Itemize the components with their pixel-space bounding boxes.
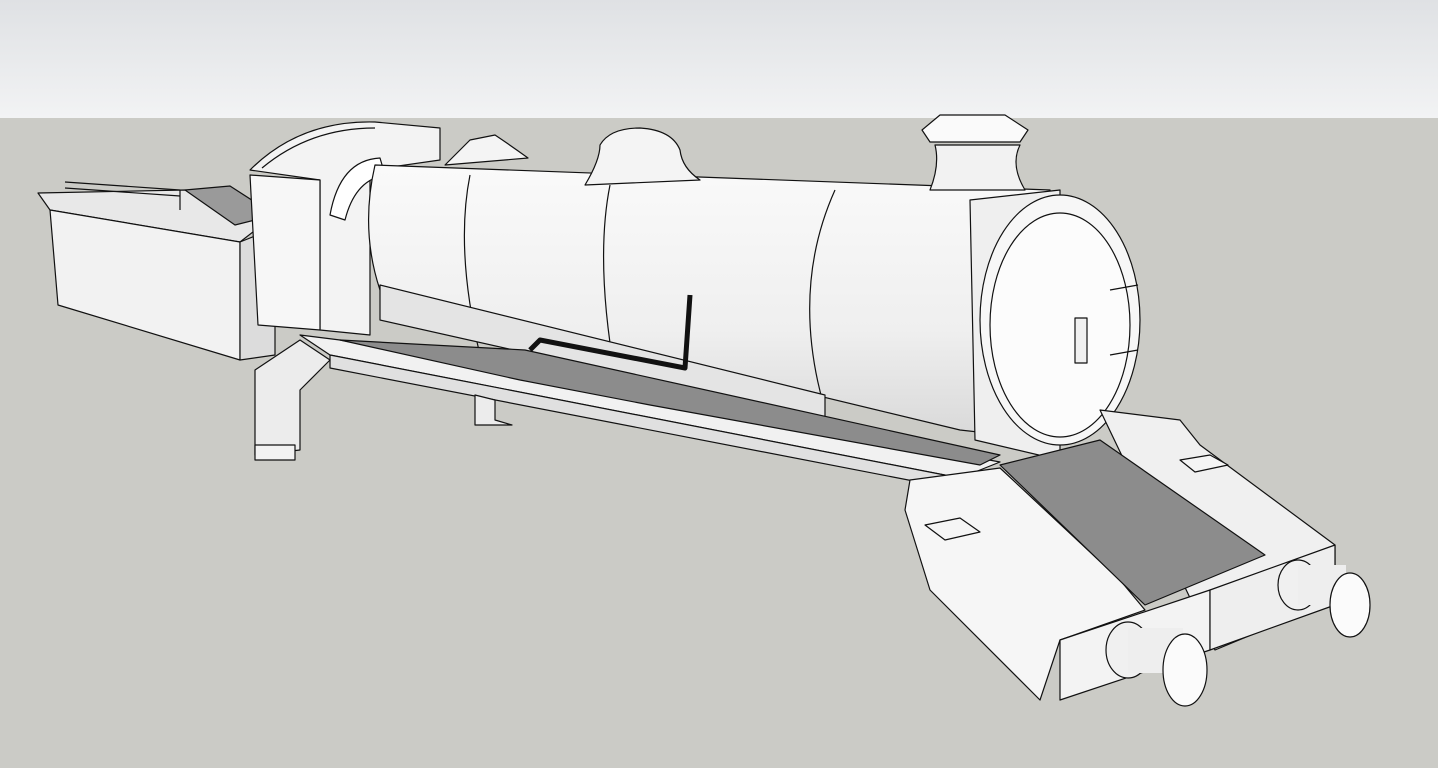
frame (254, 334, 1001, 491)
chimney (921, 114, 1029, 191)
buffer-left (1105, 621, 1208, 707)
sky (0, 0, 1438, 118)
pipe (528, 294, 693, 371)
cab (249, 121, 441, 336)
front-end (904, 409, 1336, 701)
dome (584, 127, 701, 186)
buffer-right (1277, 559, 1371, 638)
smokebox (969, 189, 1141, 461)
safety-valve (444, 134, 529, 166)
locomotive-model[interactable] (37, 114, 1371, 707)
